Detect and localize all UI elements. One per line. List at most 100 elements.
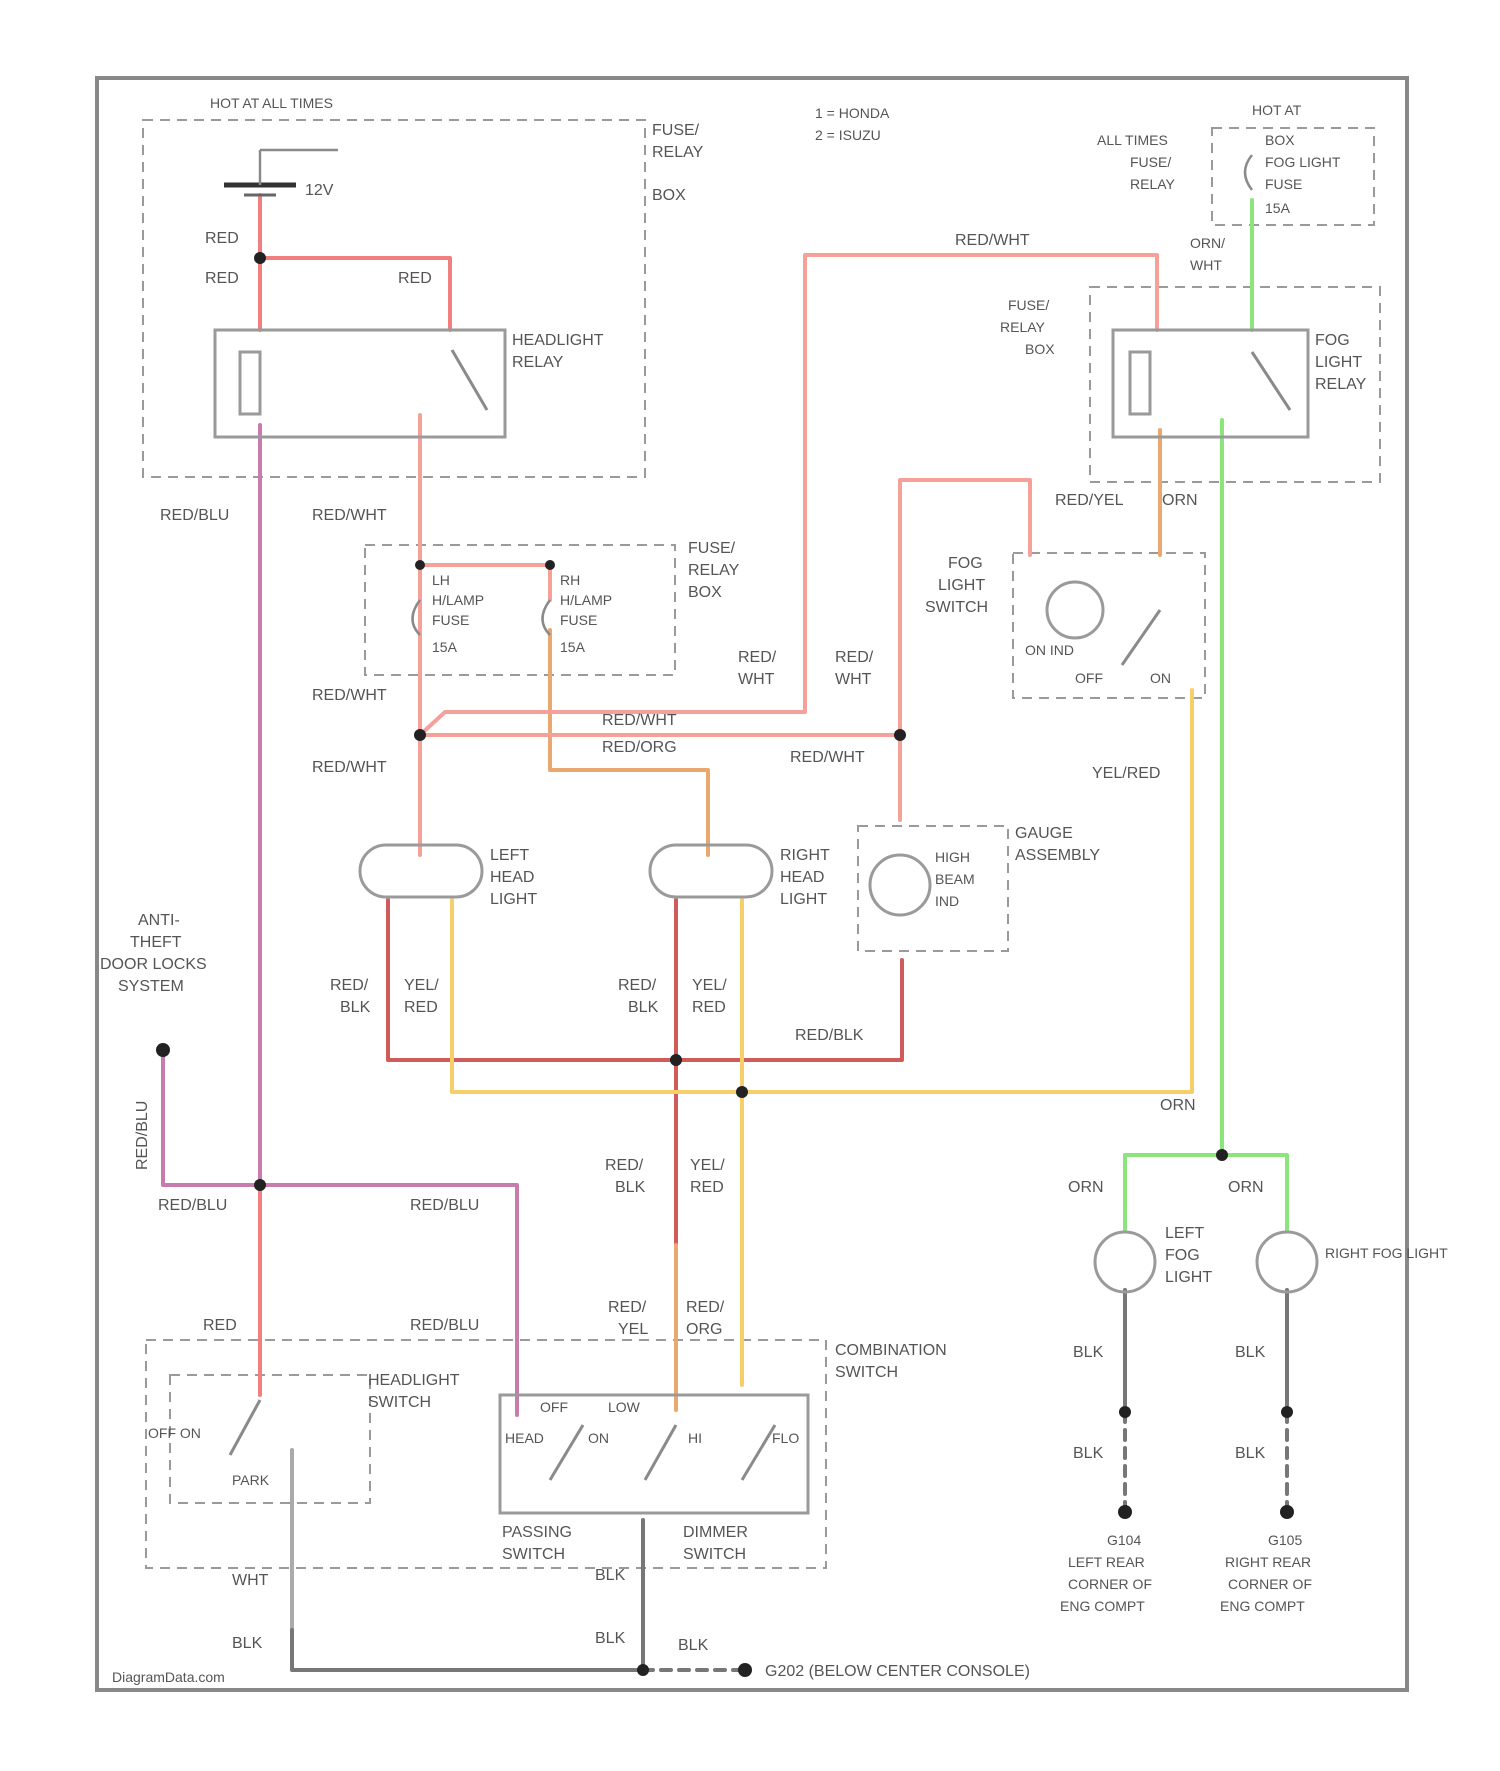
label-lh-fuse-1: LH (432, 572, 450, 588)
label-fuse-box2-3: BOX (688, 584, 722, 601)
headlight-relay-contact (452, 350, 487, 410)
label-high-beam-1: HIGH (935, 849, 970, 865)
label-fuse-relay-box-2: RELAY (652, 144, 704, 161)
label-right-head-2: HEAD (780, 869, 824, 886)
headlight-switch-lever (230, 1400, 260, 1455)
label-yel-red-b2: RED (692, 999, 726, 1016)
label-combo-2: SWITCH (835, 1364, 898, 1381)
label-g105-2: RIGHT REAR (1225, 1554, 1311, 1570)
label-hot-at-1: HOT AT (1252, 102, 1302, 118)
label-fuse-relay-box-1: FUSE/ (652, 122, 700, 139)
label-high-beam-3: IND (935, 893, 959, 909)
label-rh-fuse-4: 15A (560, 639, 586, 655)
label-red-wht-f2: WHT (738, 671, 775, 688)
label-red-blu-d: RED/BLU (410, 1317, 479, 1334)
wire-blk-main-ground (292, 1520, 643, 1670)
label-off-on: OFF ON (148, 1425, 201, 1441)
label-red-b: RED (205, 270, 239, 287)
label-red-org-b2: ORG (686, 1321, 722, 1338)
label-anti-theft-2: THEFT (130, 934, 182, 951)
wire-red-battery (260, 195, 450, 330)
label-red-wht-f1: RED/ (738, 649, 777, 666)
label-fuse-box2-2: RELAY (688, 562, 740, 579)
label-fog-relay-2: LIGHT (1315, 354, 1362, 371)
label-red-blk-c: RED/BLK (795, 1027, 864, 1044)
label-dimmer-1: DIMMER (683, 1524, 748, 1541)
label-g104-4: ENG COMPT (1060, 1598, 1145, 1614)
label-left-fog-3: LIGHT (1165, 1269, 1212, 1286)
label-red-wht-top: RED/WHT (955, 232, 1030, 249)
label-fog-fuse-2: FOG LIGHT (1265, 154, 1341, 170)
label-red-a: RED (205, 230, 239, 247)
splice-dots (254, 252, 1293, 1676)
label-fog-fuse-1: BOX (1265, 132, 1295, 148)
right-fog-light (1257, 1232, 1317, 1292)
label-right-head-1: RIGHT (780, 847, 830, 864)
label-red-wht-e: RED/WHT (790, 749, 865, 766)
label-right-fog: RIGHT FOG LIGHT (1325, 1245, 1448, 1261)
label-passing-1: PASSING (502, 1524, 572, 1541)
fog-switch-box (1013, 553, 1205, 698)
label-red-yel-b2: YEL (618, 1321, 648, 1338)
label-g104-1: G104 (1107, 1532, 1141, 1548)
gauge-assembly-box (858, 826, 1008, 951)
right-head-light (650, 845, 772, 897)
label-rh-fuse-2: H/LAMP (560, 592, 612, 608)
label-park: PARK (232, 1472, 270, 1488)
ground-g104 (1118, 1505, 1132, 1519)
label-red-wht-d: RED/WHT (312, 759, 387, 776)
fuse-relay-box-main (143, 120, 645, 477)
label-passing-2: SWITCH (502, 1546, 565, 1563)
label-yel-red-c1: YEL/ (690, 1157, 725, 1174)
label-orn-wht-1: ORN/ (1190, 235, 1225, 251)
label-hot-at-2: ALL TIMES (1097, 132, 1168, 148)
label-vel-red: YEL/RED (1092, 765, 1160, 782)
label-combo-1: COMBINATION (835, 1342, 947, 1359)
label-red-wht-g1: RED/ (835, 649, 874, 666)
label-lh-fuse-2: H/LAMP (432, 592, 484, 608)
fog-switch-lever (1122, 610, 1160, 665)
label-yel-red-a1: YEL/ (404, 977, 439, 994)
label-anti-theft-4: SYSTEM (118, 978, 184, 995)
label-yel-red-b1: YEL/ (692, 977, 727, 994)
ground-g105 (1280, 1505, 1294, 1519)
label-sw-flo: FLO (772, 1430, 799, 1446)
label-blk-h: BLK (1235, 1445, 1266, 1462)
label-headlight-sw-2: SWITCH (368, 1394, 431, 1411)
label-sw-head: HEAD (505, 1430, 544, 1446)
label-left-head-3: LIGHT (490, 891, 537, 908)
label-red-blk-a1: RED/ (330, 977, 369, 994)
fog-relay-contact (1252, 352, 1290, 410)
label-rh-fuse-3: FUSE (560, 612, 597, 628)
label-on: ON (1150, 670, 1171, 686)
label-fuse-relay-box-3: BOX (652, 187, 686, 204)
label-red-blk-d1: RED/ (605, 1157, 644, 1174)
wire-orn-fog-lights (1125, 420, 1287, 1230)
headlight-relay-coil (240, 352, 260, 414)
label-fuse-relay-box-r1: FUSE/ (1008, 297, 1049, 313)
label-battery: 12V (305, 182, 334, 199)
label-fog-switch-3: SWITCH (925, 599, 988, 616)
ground-g202 (738, 1663, 752, 1677)
label-red-wht-c: RED/WHT (602, 712, 677, 729)
left-fog-light (1095, 1232, 1155, 1292)
label-red-org-a: RED/ORG (602, 739, 677, 756)
label-sw-off: OFF (540, 1399, 568, 1415)
label-lh-fuse-3: FUSE (432, 612, 469, 628)
label-blk-d: BLK (678, 1637, 709, 1654)
label-red-blu-b: RED/BLU (158, 1197, 227, 1214)
wire-red-wht-fog-relay (420, 255, 1157, 735)
label-red-blu-a: RED/BLU (160, 507, 229, 524)
label-fog-relay-1: FOG (1315, 332, 1350, 349)
fog-light-relay (1113, 330, 1308, 437)
label-red-blk-d2: BLK (615, 1179, 646, 1196)
label-fuse-relay-box-r3: BOX (1025, 341, 1055, 357)
label-sw-on: ON (588, 1430, 609, 1446)
label-fuse-box2-1: FUSE/ (688, 540, 736, 557)
label-g104-2: LEFT REAR (1068, 1554, 1145, 1570)
label-off: OFF (1075, 670, 1103, 686)
label-blk-g: BLK (1235, 1344, 1266, 1361)
label-red-blu-v: RED/BLU (134, 1101, 151, 1170)
label-hot-at-3: FUSE/ (1130, 154, 1171, 170)
